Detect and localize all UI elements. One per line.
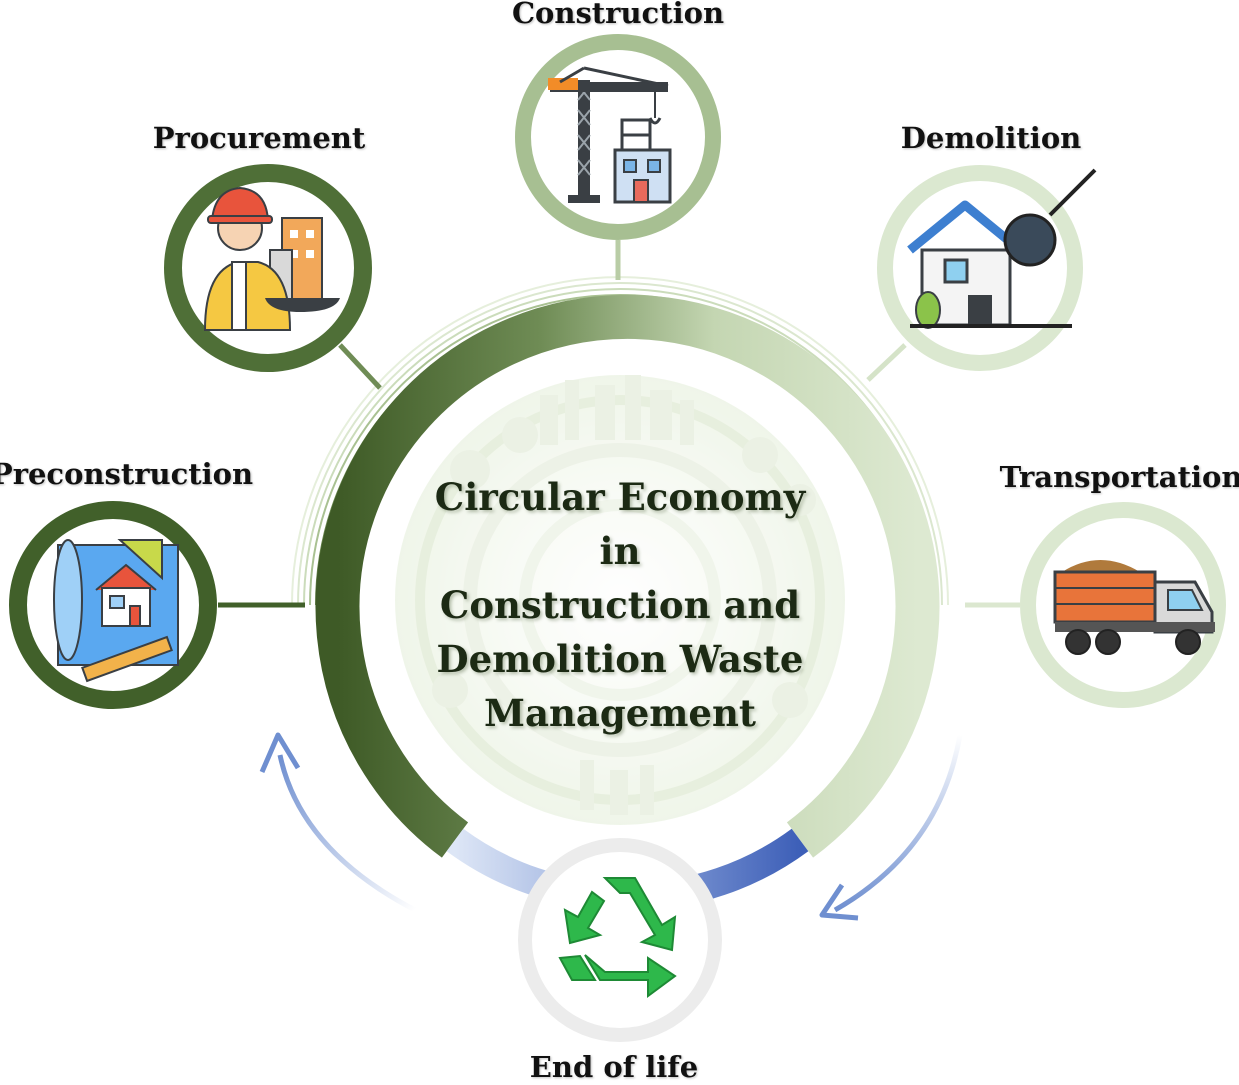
end-of-life-node: [518, 838, 722, 1042]
recycle-icon: [558, 877, 677, 998]
stage-label-demolition: Demolition: [900, 121, 1082, 155]
center-title-line-4: Demolition Waste: [436, 637, 804, 681]
preconstruction-node: [9, 501, 217, 709]
construction-node: [515, 34, 721, 240]
center-title-line-2: in: [599, 529, 641, 573]
center-title-line-1: Circular Economy: [434, 475, 806, 519]
right-cycle-arrow: [833, 734, 963, 913]
transportation-node: [1020, 502, 1226, 708]
wrecking-ball-house-icon: [907, 168, 1097, 329]
dump-truck-icon: [1053, 560, 1215, 655]
stage-label-construction: Construction: [511, 0, 725, 30]
stage-label-end-of-life: End of life: [529, 1050, 699, 1084]
left-cycle-arrow: [277, 754, 417, 913]
stage-label-transportation: Transportation: [999, 460, 1239, 494]
main-ring-arc: [315, 294, 940, 858]
worker-with-buildings-icon: [203, 186, 340, 331]
connectors: [218, 240, 1020, 608]
center-title: Circular Economy in Construction and Dem…: [400, 470, 840, 740]
center-title-line-5: Management: [484, 691, 756, 735]
cycle-arrows: [259, 732, 963, 921]
procurement-node: [164, 164, 372, 372]
green-city-backdrop: [395, 375, 845, 825]
tower-crane-building-icon: [548, 66, 672, 204]
stage-label-procurement: Procurement: [152, 121, 366, 155]
stage-label-preconstruction: Preconstruction: [0, 457, 254, 491]
blueprint-house-icon: [53, 539, 179, 683]
demolition-node: [877, 165, 1097, 371]
center-title-line-3: Construction and: [439, 583, 801, 627]
